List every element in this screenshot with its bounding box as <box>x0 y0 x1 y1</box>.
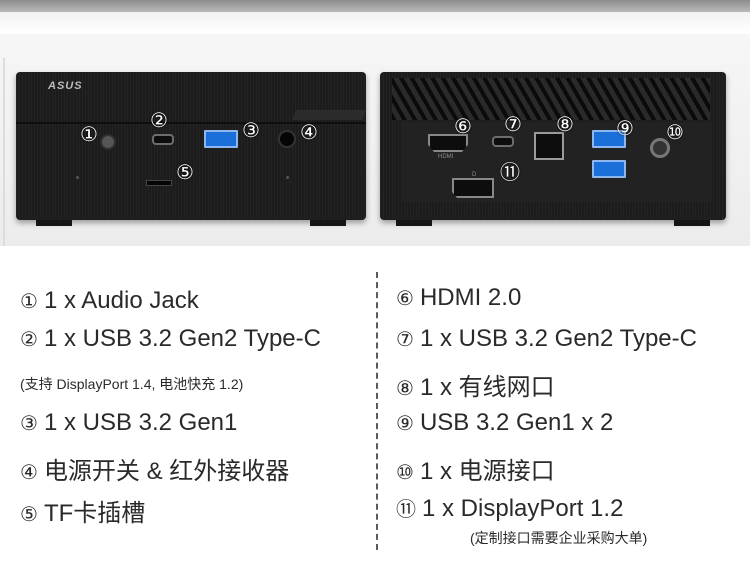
indicator-dot <box>286 176 289 179</box>
mini-pc-back-view: HDMI D ⑥ ⑦ ⑧ ⑨ ⑩ ⑪ <box>380 72 726 226</box>
spec-left-note: (支持 DisplayPort 1.4, 电池快充 1.2) <box>20 374 243 394</box>
spec-mark: ⑦ <box>396 327 414 351</box>
power-button-strip <box>292 110 366 120</box>
column-divider <box>376 272 378 550</box>
indicator-dot <box>76 176 79 179</box>
asus-logo: ASUS <box>48 80 83 92</box>
spec-text: 电源开关 & 红外接收器 <box>43 458 290 485</box>
usb-a-port-back-1 <box>592 130 626 148</box>
label-7: ⑦ <box>504 112 522 136</box>
spec-mark: ⑤ <box>20 502 38 526</box>
spec-text: 1 x USB 3.2 Gen1 <box>43 409 238 436</box>
top-gradient <box>0 12 750 34</box>
spec-text: 1 x USB 3.2 Gen2 Type-C <box>43 325 321 352</box>
spec-note-text: (定制接口需要企业采购大单) <box>470 530 648 546</box>
label-4: ④ <box>300 120 318 144</box>
back-vent <box>392 78 710 120</box>
device-foot <box>310 220 346 226</box>
tf-card-slot <box>146 180 172 186</box>
usb-a-port-front <box>204 130 238 148</box>
spec-text: 1 x DisplayPort 1.2 <box>422 495 624 522</box>
usb-a-port-back-2 <box>592 160 626 178</box>
spec-text: TF卡插槽 <box>43 500 146 527</box>
spec-text: 1 x Audio Jack <box>43 287 199 314</box>
spec-mark: ② <box>20 327 38 351</box>
spec-mark: ⑩ <box>396 460 414 484</box>
device-foot <box>396 220 432 226</box>
spec-text: 1 x 有线网口 <box>419 374 555 401</box>
mini-pc-front-view: ASUS ① ② ③ ④ ⑤ <box>16 72 366 226</box>
label-8: ⑧ <box>556 112 574 136</box>
spec-text: 1 x 电源接口 <box>419 458 555 485</box>
spec-right-note: (定制接口需要企业采购大单) <box>470 528 647 548</box>
spec-text: USB 3.2 Gen1 x 2 <box>419 409 614 436</box>
device-foot <box>674 220 710 226</box>
label-2: ② <box>150 108 168 132</box>
spec-mark: ⑧ <box>396 376 414 400</box>
label-6: ⑥ <box>454 114 472 138</box>
lan-port <box>534 132 564 160</box>
usb-c-port-front <box>152 134 174 145</box>
spec-mark: ① <box>20 289 38 313</box>
audio-jack-port <box>100 134 116 150</box>
photo-edge-line <box>3 58 5 246</box>
spec-mark: ⑥ <box>396 286 414 310</box>
spec-mark: ③ <box>20 411 38 435</box>
top-edge-band <box>0 0 750 12</box>
device-foot <box>36 220 72 226</box>
label-11: ⑪ <box>500 160 520 184</box>
label-3: ③ <box>242 118 260 142</box>
front-seam <box>16 122 366 124</box>
hdmi-port <box>428 134 468 152</box>
label-9: ⑨ <box>616 116 634 140</box>
dp-mark: D <box>472 172 477 178</box>
displayport-port <box>452 178 494 198</box>
spec-text: HDMI 2.0 <box>419 284 522 311</box>
label-5: ⑤ <box>176 160 194 184</box>
spec-mark: ⑨ <box>396 411 414 435</box>
usb-c-port-back <box>492 136 514 147</box>
spec-mark: ④ <box>20 460 38 484</box>
label-10: ⑩ <box>666 120 684 144</box>
spec-text: 1 x USB 3.2 Gen2 Type-C <box>419 325 697 352</box>
label-1: ① <box>80 122 98 146</box>
hdmi-mark: HDMI <box>438 154 454 160</box>
power-ir-receiver <box>278 130 296 148</box>
dc-power-port <box>650 138 670 158</box>
spec-mark: ⑪ <box>396 497 416 521</box>
spec-note-text: (支持 DisplayPort 1.4, 电池快充 1.2) <box>20 376 244 392</box>
